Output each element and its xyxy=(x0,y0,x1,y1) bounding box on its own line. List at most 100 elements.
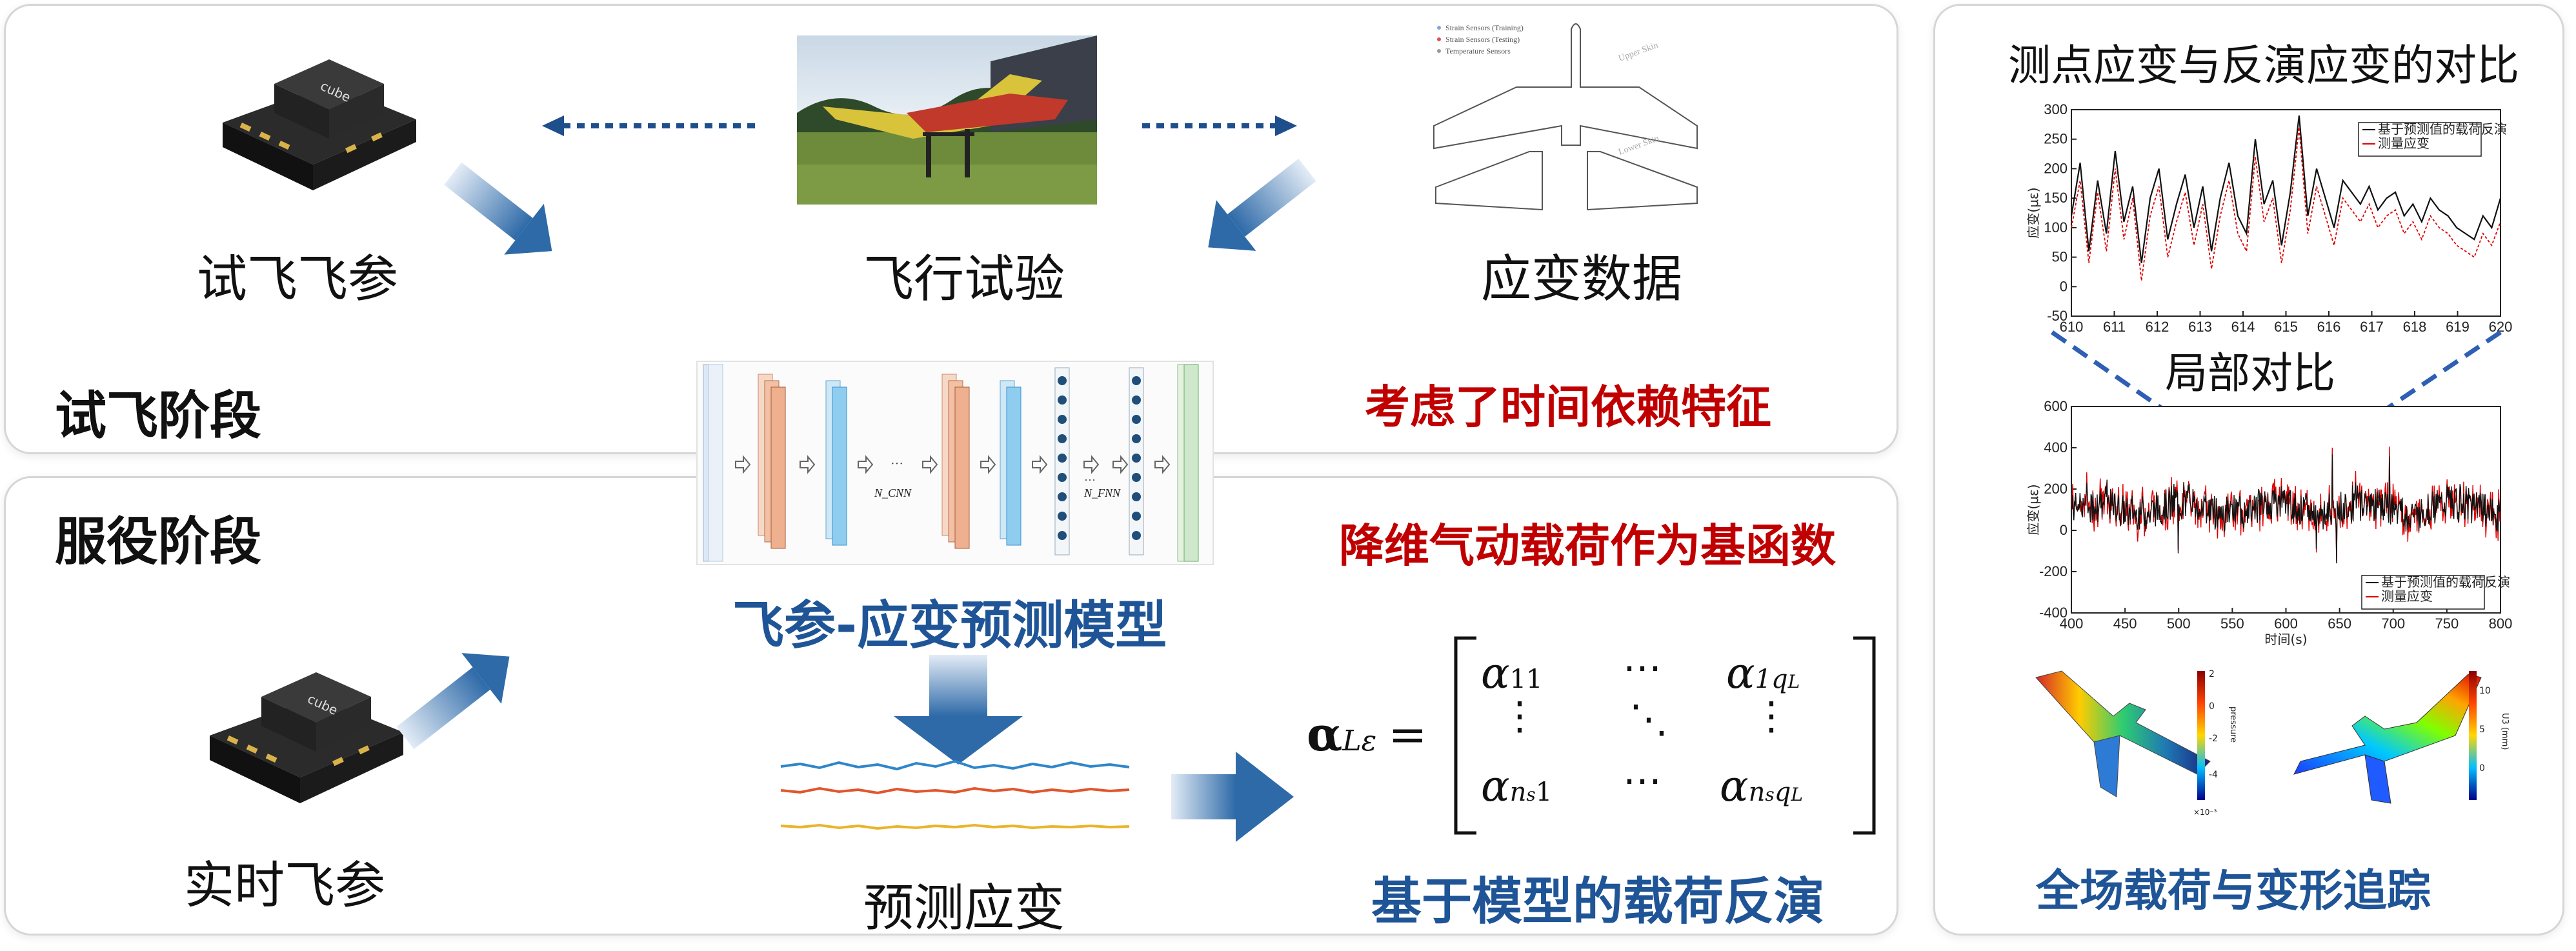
dotted-arrow-left xyxy=(542,115,755,136)
x-tick-label: 611 xyxy=(2103,319,2126,335)
x-tick-label: 620 xyxy=(2489,319,2513,335)
x-tick-label: 615 xyxy=(2274,319,2298,335)
predicted-strain-traces xyxy=(780,759,1130,830)
pressure-colorbar: 2 0 -2 -4 ×10⁻³ pressure xyxy=(2193,669,2238,817)
matrix-anq-sub2: q xyxy=(1774,777,1791,807)
y-tick-label: 200 xyxy=(2044,481,2068,497)
matrix-anq-subsub: s xyxy=(1765,784,1775,805)
legend-entry: 基于预测值的载荷反演 xyxy=(2378,121,2507,137)
comparison-title: 测点应变与反演应变的对比 xyxy=(2008,41,2519,90)
y-tick-label: 0 xyxy=(2060,278,2068,294)
temporal-feature-text: 考虑了时间依赖特征 xyxy=(1365,381,1771,434)
matrix-a11: α xyxy=(1481,648,1510,698)
svg-text:0: 0 xyxy=(2479,763,2485,774)
dotted-arrow-right xyxy=(1142,115,1297,136)
x-tick-label: 750 xyxy=(2435,616,2459,632)
svg-text:10: 10 xyxy=(2479,686,2491,696)
x-tick-label: 400 xyxy=(2060,616,2084,632)
y-tick-label: 50 xyxy=(2052,249,2068,265)
x-tick-label: 619 xyxy=(2446,319,2470,335)
x-tick-label: 450 xyxy=(2113,616,2137,632)
displacement-contour-aircraft xyxy=(2293,674,2482,804)
svg-text:-2: -2 xyxy=(2209,734,2218,744)
basis-function-text: 降维气动载荷作为基函数 xyxy=(1339,519,1836,572)
series-line xyxy=(2071,454,2501,564)
gradient-arrow-up-right xyxy=(396,653,510,750)
x-tick-label: 650 xyxy=(2328,616,2351,632)
y-tick-label: 0 xyxy=(2060,522,2068,538)
x-tick-label: 614 xyxy=(2231,319,2255,335)
x-tick-label: 618 xyxy=(2403,319,2427,335)
strain-data-label: 应变数据 xyxy=(1481,250,1683,308)
x-tick-label: 613 xyxy=(2188,319,2212,335)
gradient-arrow-down-left xyxy=(1208,158,1316,251)
x-tick-label: 550 xyxy=(2220,616,2244,632)
matrix-anq-subsub2: L xyxy=(1791,784,1803,805)
flight-test-stage-label: 试飞阶段 xyxy=(55,386,261,446)
matrix-lhs-sub: Lε xyxy=(1342,725,1377,757)
colorbar1-exponent: ×10⁻³ xyxy=(2193,808,2217,817)
legend-entry: 基于预测值的载荷反演 xyxy=(2381,574,2510,590)
y-axis-label: 应变(με) xyxy=(2026,484,2041,535)
local-comparison-label: 局部对比 xyxy=(2165,348,2335,398)
service-stage-label: 服役阶段 xyxy=(55,512,261,572)
x-tick-label: 800 xyxy=(2489,616,2513,632)
y-tick-label: 100 xyxy=(2044,219,2068,235)
legend-training: Strain Sensors (Training) xyxy=(1445,23,1524,32)
colorbar2-label: U3 (mm) xyxy=(2500,713,2510,750)
flight-controller-icon-bottom: cube xyxy=(210,672,403,803)
flight-test-label: 飞行试验 xyxy=(863,250,1065,308)
x-tick-label: 700 xyxy=(2381,616,2405,632)
legend-entry: 测量应变 xyxy=(2381,588,2433,604)
svg-text:···: ··· xyxy=(1084,474,1096,486)
x-tick-label: 500 xyxy=(2167,616,2191,632)
y-tick-label: 600 xyxy=(2044,398,2068,414)
wing-sensor-diagram: Strain Sensors (Training) Strain Sensors… xyxy=(1433,23,1698,211)
upper-skin-label: Upper Skin xyxy=(1617,41,1659,64)
matrix-an1: α xyxy=(1481,761,1510,811)
svg-text:-4: -4 xyxy=(2209,770,2218,780)
matrix-a11-sub: 11 xyxy=(1509,665,1543,694)
field-tracking-title: 全场载荷与变形追踪 xyxy=(2036,866,2431,917)
legend-entry: 测量应变 xyxy=(2378,135,2430,151)
legend-box xyxy=(2361,575,2485,610)
flight-params-label: 试飞飞参 xyxy=(197,250,399,308)
y-tick-label: 300 xyxy=(2044,101,2068,117)
matrix-anq: α xyxy=(1720,761,1749,811)
y-tick-label: 150 xyxy=(2044,190,2068,206)
matrix-a1q-subsub: L xyxy=(1787,671,1800,692)
y-tick-label: -50 xyxy=(2047,308,2068,324)
gradient-arrow-down-right xyxy=(444,162,552,255)
x-tick-label: 616 xyxy=(2317,319,2341,335)
matrix-an1-sub2: 1 xyxy=(1535,777,1553,807)
svg-text:···: ··· xyxy=(891,457,903,471)
matrix-lhs: α xyxy=(1307,706,1343,761)
svg-text:2: 2 xyxy=(2209,669,2215,679)
neural-network-model-diagram: ··· ··· N_CNN N_FNN xyxy=(696,361,1214,565)
legend-temperature: Temperature Sensors xyxy=(1445,46,1511,55)
y-tick-label: 250 xyxy=(2044,131,2068,147)
matrix-an1-sub: n xyxy=(1509,777,1527,807)
matrix-anq-sub: n xyxy=(1748,777,1766,807)
predicted-strain-label: 预测应变 xyxy=(863,879,1065,937)
x-tick-label: 600 xyxy=(2274,616,2298,632)
colorbar1-label: pressure xyxy=(2228,706,2238,743)
flight-test-photo xyxy=(797,35,1097,205)
gradient-arrow-down xyxy=(894,655,1023,765)
svg-text:5: 5 xyxy=(2479,725,2485,735)
realtime-params-label: 实时飞参 xyxy=(184,857,386,915)
y-tick-label: 400 xyxy=(2044,439,2068,455)
y-tick-label: 200 xyxy=(2044,160,2068,176)
x-tick-label: 610 xyxy=(2060,319,2084,335)
gradient-arrow-right xyxy=(1171,752,1294,842)
x-tick-label: 617 xyxy=(2360,319,2384,335)
n-cnn-label: N_CNN xyxy=(874,486,912,499)
n-fnn-label: N_FNN xyxy=(1083,486,1121,499)
series-line xyxy=(2071,127,2501,281)
matrix-a1q-sub: 1q xyxy=(1755,665,1788,694)
y-axis-label: 应变(με) xyxy=(2026,187,2041,238)
model-title: 飞参-应变预测模型 xyxy=(732,596,1167,656)
matrix-an1-subsub: s xyxy=(1526,784,1536,805)
flight-controller-icon: cube xyxy=(223,59,416,190)
